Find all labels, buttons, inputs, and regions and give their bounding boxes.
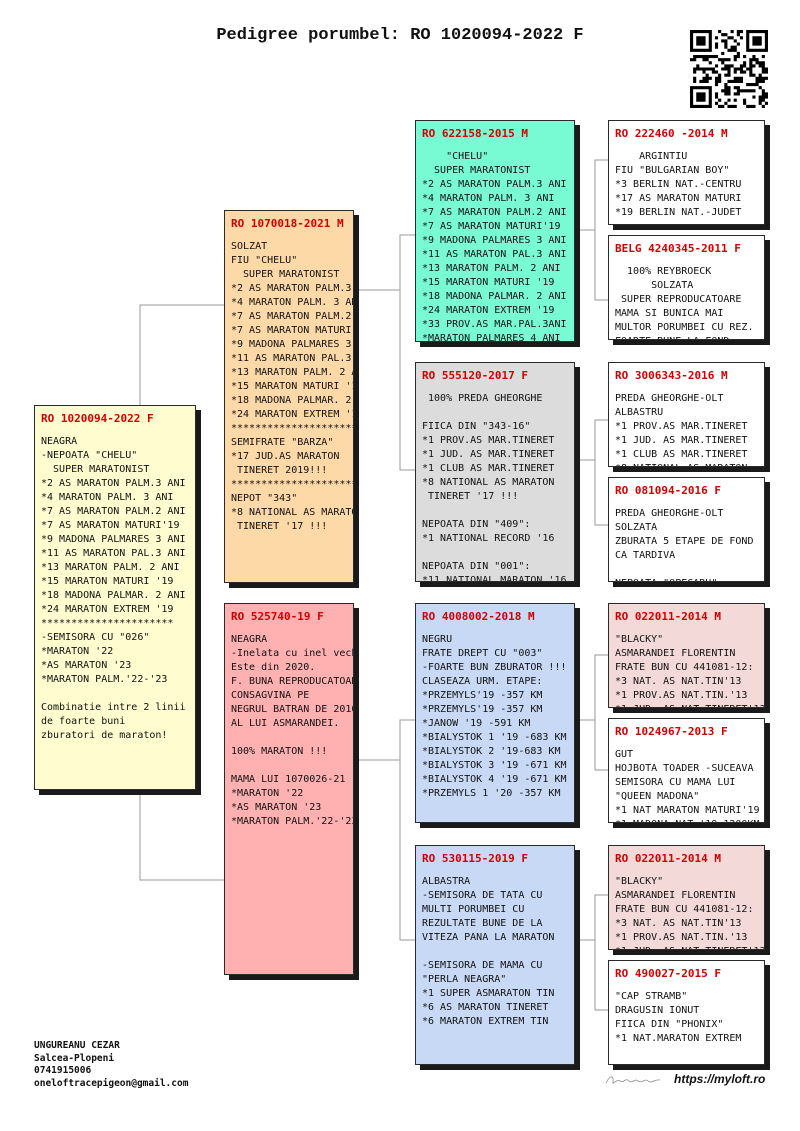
sire-description: SOLZAT FIU "CHELU" SUPER MARATONIST *2 A… (231, 241, 354, 532)
sds-ring-number: RO 3006343-2016 M (615, 369, 728, 382)
subject-pigeon-card: RO 1020094-2022 F NEAGRA -NEPOATA "CHELU… (34, 405, 196, 790)
dam-dam-card: RO 530115-2019 F ALBASTRA -SEMISORA DE T… (415, 845, 575, 1065)
sds-description: PREDA GHEORGHE-OLT ALBASTRU *1 PROV.AS M… (615, 393, 748, 466)
signature-icon (605, 1076, 661, 1084)
qr-modules (690, 30, 768, 108)
dam-description: NEAGRA -Inelata cu inel vechi. Este din … (231, 634, 354, 827)
dsd-description: GUT HOJBOTA TOADER -SUCEAVA SEMISORA CU … (615, 749, 760, 822)
sss-description: ARGINTIU FIU "BULGARIAN BOY" *3 BERLIN N… (615, 151, 742, 218)
dam-sire-dam-card: RO 1024967-2013 F GUT HOJBOTA TOADER -SU… (608, 718, 765, 823)
sire-sire-ring-number: RO 622158-2015 M (422, 127, 528, 140)
breeder-phone: 0741915006 (34, 1065, 92, 1076)
dam-card: RO 525740-19 F NEAGRA -Inelata cu inel v… (224, 603, 354, 975)
page-title: Pedigree porumbel: RO 1020094-2022 F (216, 26, 584, 45)
dss-ring-number: RO 022011-2014 M (615, 610, 721, 623)
dds-description: "BLACKY" ASMARANDEI FLORENTIN FRATE BUN … (615, 876, 764, 949)
dam-sire-sire-card: RO 022011-2014 M "BLACKY" ASMARANDEI FLO… (608, 603, 765, 708)
ddd-description: "CAP STRAMB" DRAGUSIN IONUT FIICA DIN "P… (615, 991, 742, 1044)
dam-sire-card: RO 4008002-2018 M NEGRU FRATE DREPT CU "… (415, 603, 575, 823)
breeder-location: Salcea-Plopeni (34, 1052, 115, 1064)
dam-sire-description: NEGRU FRATE DREPT CU "003" -FOARTE BUN Z… (422, 634, 567, 799)
sire-dam-description: 100% PREDA GHEORGHE FIICA DIN "343-16" *… (422, 393, 567, 582)
dam-dam-dam-card: RO 490027-2015 F "CAP STRAMB" DRAGUSIN I… (608, 960, 765, 1065)
sire-sire-card: RO 622158-2015 M "CHELU" SUPER MARATONIS… (415, 120, 575, 342)
sire-sire-dam-card: BELG 4240345-2011 F 100% REYBROECK SOLZA… (608, 235, 765, 340)
breeder-contact: UNGUREANU CEZAR Salcea-Plopeni 074191500… (34, 1040, 188, 1090)
sire-dam-dam-card: RO 081094-2016 F PREDA GHEORGHE-OLT SOLZ… (608, 477, 765, 582)
website-link[interactable]: https://myloft.ro (674, 1072, 766, 1086)
sire-sire-description: "CHELU" SUPER MARATONIST *2 AS MARATON P… (422, 151, 567, 342)
ssd-ring-number: BELG 4240345-2011 F (615, 242, 741, 255)
dss-description: "BLACKY" ASMARANDEI FLORENTIN FRATE BUN … (615, 634, 764, 707)
sire-dam-card: RO 555120-2017 F 100% PREDA GHEORGHE FII… (415, 362, 575, 582)
dam-sire-ring-number: RO 4008002-2018 M (422, 610, 535, 623)
sire-dam-ring-number: RO 555120-2017 F (422, 369, 528, 382)
sdd-ring-number: RO 081094-2016 F (615, 484, 721, 497)
sire-card: RO 1070018-2021 M SOLZAT FIU "CHELU" SUP… (224, 210, 354, 583)
sss-ring-number: RO 222460 -2014 M (615, 127, 728, 140)
sire-sire-sire-card: RO 222460 -2014 M ARGINTIU FIU "BULGARIA… (608, 120, 765, 225)
subject-description: NEAGRA -NEPOATA "CHELU" SUPER MARATONIST… (41, 436, 186, 741)
dam-dam-ring-number: RO 530115-2019 F (422, 852, 528, 865)
sire-dam-sire-card: RO 3006343-2016 M PREDA GHEORGHE-OLT ALB… (608, 362, 765, 467)
ddd-ring-number: RO 490027-2015 F (615, 967, 721, 980)
ssd-description: 100% REYBROECK SOLZATA SUPER REPRODUCATO… (615, 266, 754, 339)
breeder-name: UNGUREANU CEZAR (34, 1040, 120, 1051)
sdd-description: PREDA GHEORGHE-OLT SOLZATA ZBURATA 5 ETA… (615, 508, 754, 581)
dam-dam-sire-card: RO 022011-2014 M "BLACKY" ASMARANDEI FLO… (608, 845, 765, 950)
sire-ring-number: RO 1070018-2021 M (231, 217, 344, 230)
dds-ring-number: RO 022011-2014 M (615, 852, 721, 865)
qr-code-icon (690, 30, 768, 108)
dsd-ring-number: RO 1024967-2013 F (615, 725, 728, 738)
breeder-email: oneloftracepigeon@gmail.com (34, 1077, 189, 1089)
subject-ring-number: RO 1020094-2022 F (41, 412, 154, 425)
dam-ring-number: RO 525740-19 F (231, 610, 324, 623)
dam-dam-description: ALBASTRA -SEMISORA DE TATA CU MULTI PORU… (422, 876, 555, 1027)
